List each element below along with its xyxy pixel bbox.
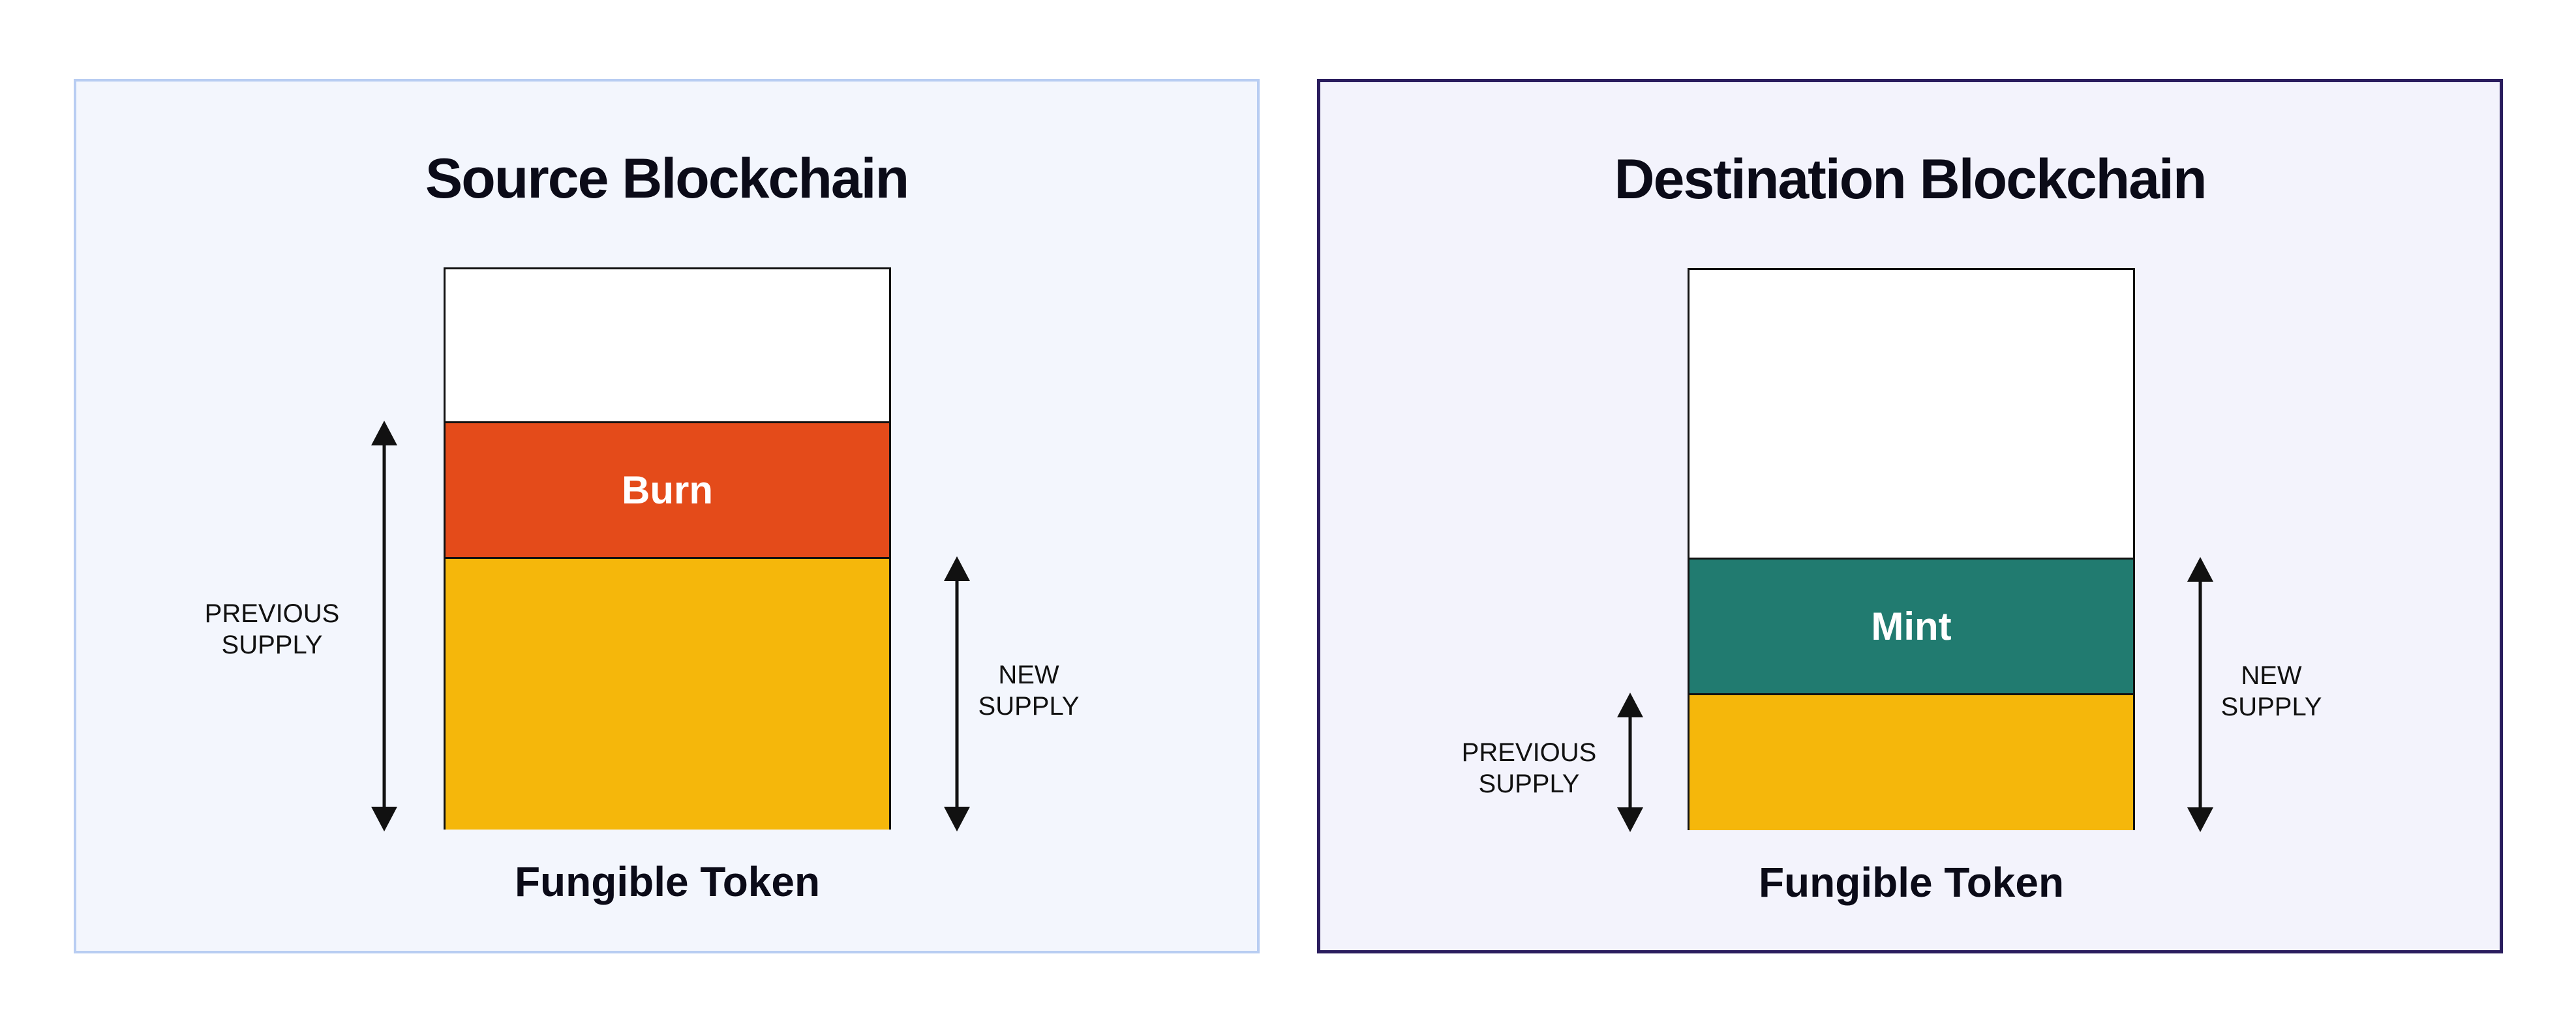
source-new-supply-label: NEW SUPPLY <box>978 661 1080 721</box>
destination-blockchain-panel: Destination Blockchain Mint Fungible Tok… <box>1317 79 2503 953</box>
destination-panel-title: Destination Blockchain <box>1614 148 2207 211</box>
source-token-label: Fungible Token <box>514 858 821 905</box>
destination-previous-supply-arrow <box>1617 693 1643 832</box>
source-previous-supply-label: PREVIOUS SUPPLY <box>204 599 340 659</box>
burn-label: Burn <box>622 468 713 512</box>
destination-previous-supply-segment <box>1690 693 2133 830</box>
burn-segment: Burn <box>446 421 889 557</box>
source-remaining-supply-segment <box>446 557 889 830</box>
mint-label: Mint <box>1871 605 1952 648</box>
source-token-bar: Burn <box>444 267 891 830</box>
source-previous-supply-arrow <box>371 421 397 831</box>
destination-new-supply-label: NEW SUPPLY <box>2220 661 2322 721</box>
source-panel-title: Source Blockchain <box>425 147 909 210</box>
destination-new-supply-arrow <box>2187 557 2213 832</box>
destination-token-label: Fungible Token <box>1758 859 2065 906</box>
source-blockchain-panel: Source Blockchain Burn Fungible Token PR… <box>74 79 1260 953</box>
destination-previous-supply-label: PREVIOUS SUPPLY <box>1461 738 1597 798</box>
mint-segment: Mint <box>1690 558 2133 693</box>
destination-token-bar: Mint <box>1688 268 2135 830</box>
source-new-supply-arrow <box>944 556 970 831</box>
